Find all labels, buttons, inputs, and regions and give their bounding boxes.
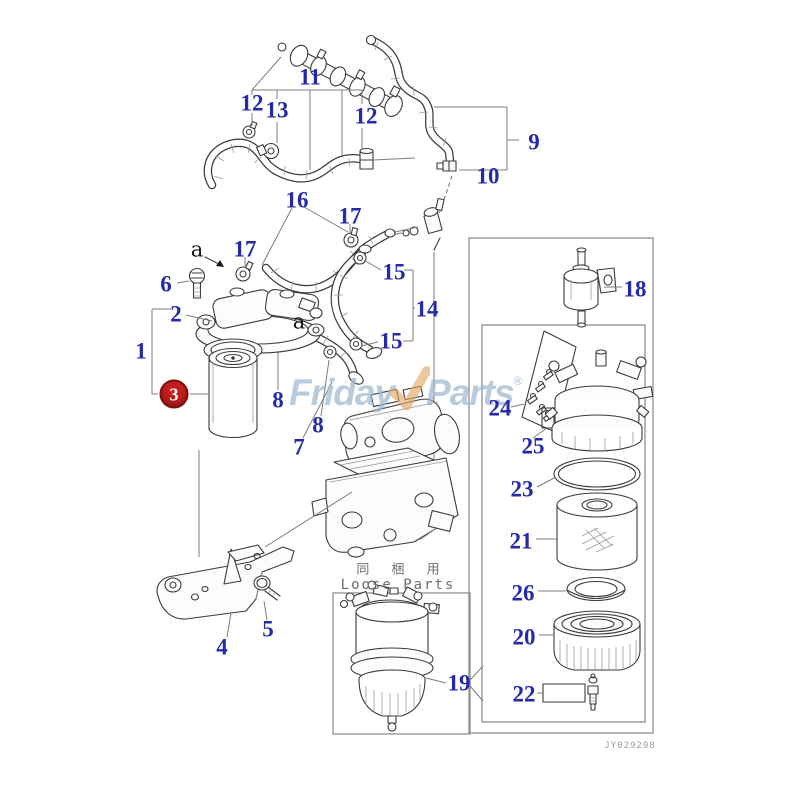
fuel-hose-9-drawing xyxy=(365,34,455,166)
o-ring-23-drawing xyxy=(536,457,641,491)
watermark-check-icon xyxy=(390,366,431,411)
bolt-6-drawing xyxy=(188,267,206,299)
hose-clamp-15-bottom-drawing xyxy=(349,337,363,351)
hose-fitting-10-drawing xyxy=(436,160,457,172)
filter-head-drawing xyxy=(195,287,325,354)
callout-bracket-11 xyxy=(251,56,363,170)
separator-section-box xyxy=(468,237,654,734)
callout-bracket-9 xyxy=(434,106,519,171)
callout-bracket-19 xyxy=(425,665,484,702)
watermark-brand-first: Friday xyxy=(289,372,395,413)
bowl-cap-20-drawing xyxy=(539,610,641,671)
filter-cartridge-drawing xyxy=(203,338,263,439)
hose-fitting-12-right-drawing xyxy=(359,147,416,170)
watermark-brand-second: Parts xyxy=(426,372,515,413)
separator-exploded-box xyxy=(481,324,646,723)
watermark: Friday Parts ® xyxy=(289,366,523,418)
mounting-bracket-drawing xyxy=(156,544,295,620)
hose-clamp-12-left-drawing xyxy=(242,120,258,139)
hose-clamp-17-left-drawing xyxy=(235,260,254,282)
check-valve-fitting-drawing xyxy=(385,197,445,251)
fuel-hose-11-drawing xyxy=(203,138,372,190)
separator-head-drawing xyxy=(544,349,654,452)
hose-clamp-17-right-drawing xyxy=(343,227,359,248)
bolt-5-drawing xyxy=(253,575,281,601)
primer-pump-drawing xyxy=(563,247,622,328)
hose-clamp-15-top-drawing xyxy=(353,251,367,265)
filter-element-21-drawing xyxy=(536,492,638,571)
hose-clamp-13-drawing xyxy=(256,142,280,160)
loose-parts-label-en: Loose Parts xyxy=(340,577,456,593)
assembly-reference-dash-line xyxy=(436,175,453,221)
arrow-a-1 xyxy=(204,256,224,267)
callout-bracket-1-3 xyxy=(151,308,209,395)
loose-parts-label-jp: 同 梱 用 xyxy=(356,562,449,578)
mount-reference-line-engine xyxy=(264,491,353,548)
return-pipe-rail-drawing xyxy=(277,42,403,117)
separator-assembly-19-drawing xyxy=(339,580,440,732)
drain-sensor-22-drawing xyxy=(537,673,599,711)
watermark-reg-mark: ® xyxy=(513,374,523,388)
callout-leaders-16-17 xyxy=(244,206,351,266)
callout-leaders-2-6 xyxy=(176,280,213,322)
callout-leaders-4-5 xyxy=(226,600,268,638)
engine-block-drawing xyxy=(311,447,459,558)
callout-bracket-14-15 xyxy=(360,259,415,347)
seal-ring-26-drawing xyxy=(538,576,626,602)
drawing-code: JY029298 xyxy=(604,741,656,751)
loose-parts-box xyxy=(332,592,471,735)
hose-clamp-8-right-drawing xyxy=(323,345,337,359)
